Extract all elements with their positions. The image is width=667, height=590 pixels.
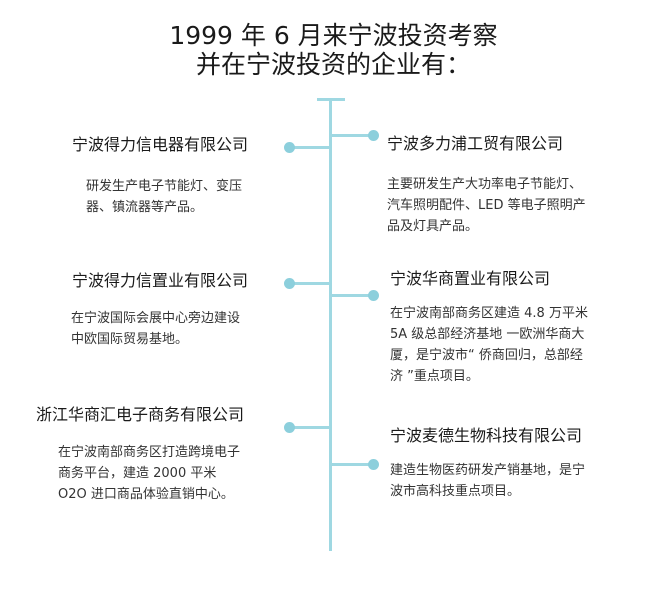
node-dot-icon bbox=[368, 459, 379, 470]
company-name: 宁波华商置业有限公司 bbox=[390, 269, 551, 288]
company-name: 宁波得力信置业有限公司 bbox=[72, 271, 249, 290]
branch-connector bbox=[292, 426, 330, 429]
company-description: 在宁波南部商务区打造跨境电子 商务平台，建造 2000 平米 O2O 进口商品体… bbox=[58, 445, 241, 502]
node-dot-icon bbox=[368, 130, 379, 141]
branch-connector bbox=[292, 282, 330, 285]
branch-connector bbox=[292, 146, 330, 149]
company-name: 宁波麦德生物科技有限公司 bbox=[390, 426, 583, 445]
timeline-trunk bbox=[329, 99, 332, 551]
company-name: 宁波得力信电器有限公司 bbox=[72, 135, 249, 154]
title-line-2: 并在宁波投资的企业有： bbox=[195, 50, 471, 79]
branch-connector bbox=[331, 294, 371, 297]
company-name: 宁波多力浦工贸有限公司 bbox=[387, 134, 564, 153]
branch-connector bbox=[331, 463, 371, 466]
company-description: 建造生物医药研发产销基地，是宁 波市高科技重点项目。 bbox=[390, 463, 586, 499]
company-description: 在宁波南部商务区建造 4.8 万平米 5A 级总部经济基地 一欧洲华商大 厦，是… bbox=[390, 306, 588, 384]
company-description: 在宁波国际会展中心旁边建设 中欧国际贸易基地。 bbox=[71, 311, 241, 347]
node-dot-icon bbox=[368, 290, 379, 301]
title-line-1: 1999 年 6 月来宁波投资考察 bbox=[169, 21, 498, 50]
company-description: 研发生产电子节能灯、变压 器、镇流器等产品。 bbox=[86, 179, 243, 215]
branch-connector bbox=[331, 134, 371, 137]
company-description: 主要研发生产大功率电子节能灯、 汽车照明配件、LED 等电子照明产 品及灯具产品… bbox=[387, 177, 586, 234]
company-name: 浙江华商汇电子商务有限公司 bbox=[36, 405, 245, 424]
node-dot-icon bbox=[284, 142, 295, 153]
node-dot-icon bbox=[284, 278, 295, 289]
node-dot-icon bbox=[284, 422, 295, 433]
